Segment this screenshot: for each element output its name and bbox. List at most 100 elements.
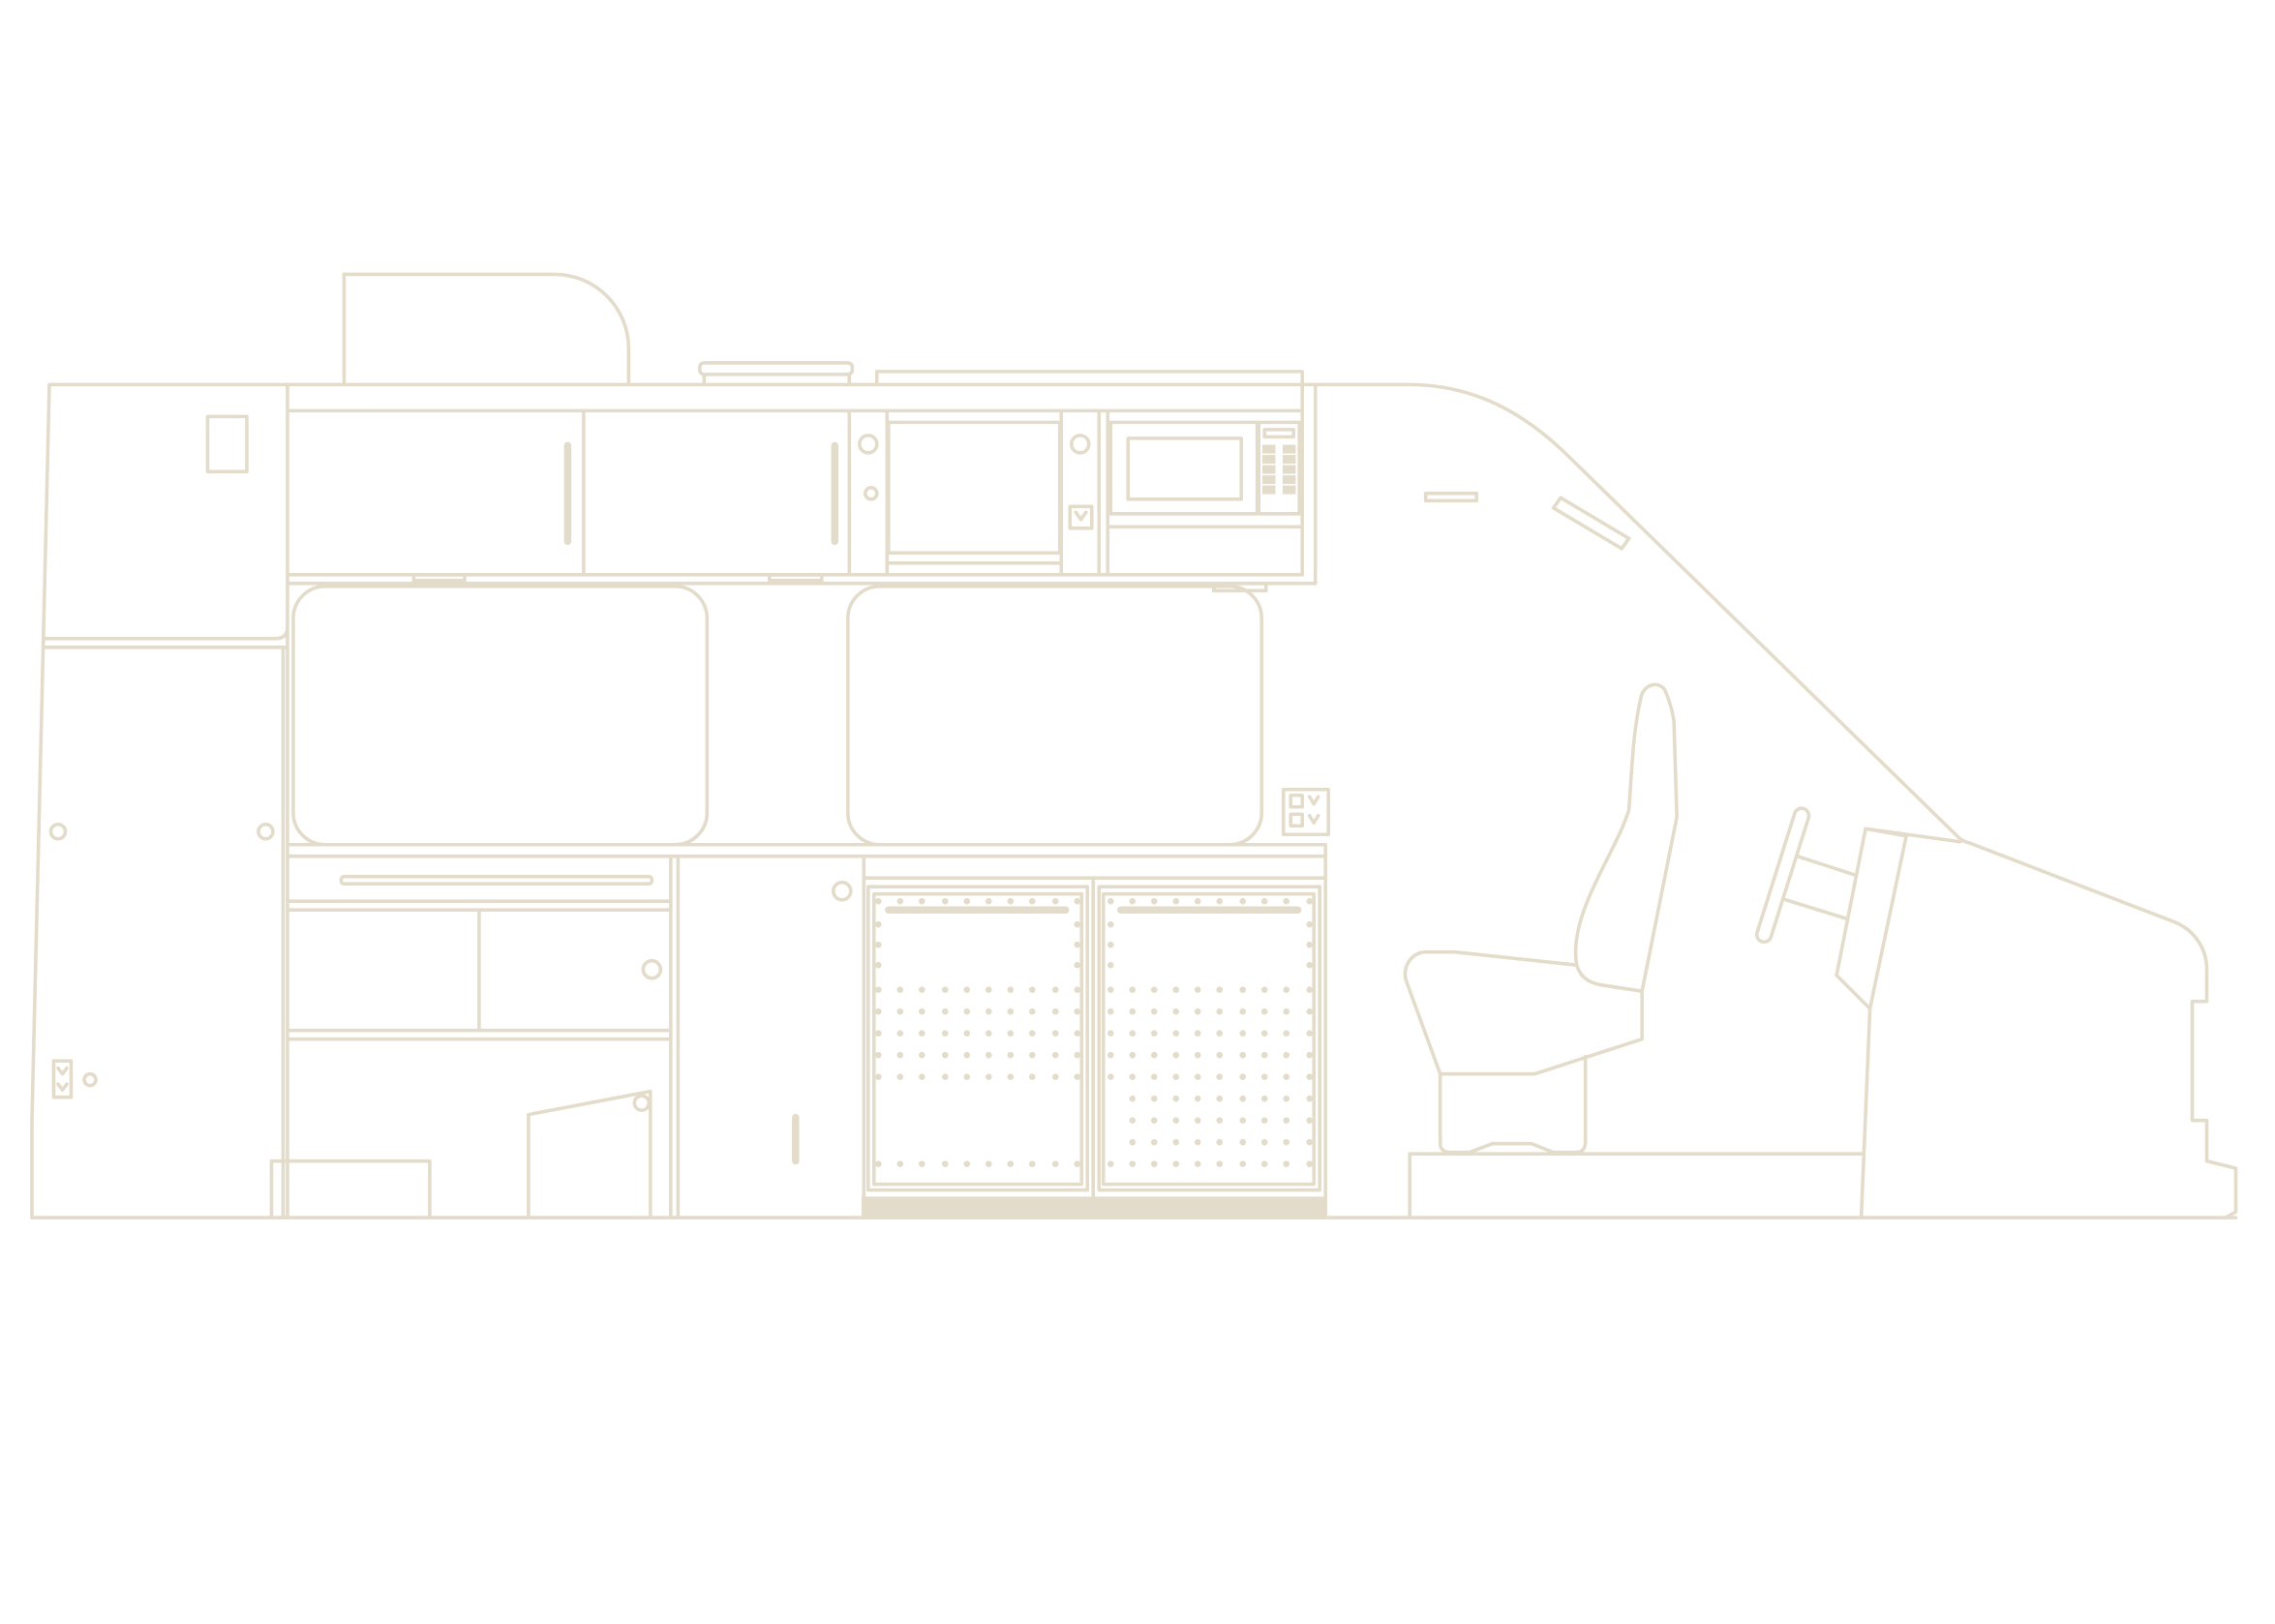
pegboard-dot — [963, 1051, 971, 1059]
cab-section — [1403, 492, 1962, 1219]
pegboard-dot — [1260, 1030, 1268, 1037]
pegboard-dot — [875, 1030, 882, 1037]
pegboard-dot — [1074, 897, 1081, 905]
rear-knob-right — [257, 822, 275, 841]
pegboard-dot — [963, 897, 971, 905]
pegboard-dot — [941, 1007, 949, 1015]
pegboard-dot — [896, 897, 904, 905]
pegboard-dot — [1194, 1030, 1201, 1037]
pegboard-dots-left — [875, 897, 1081, 1167]
pegboard-dot — [1150, 1095, 1158, 1102]
pegboard-dot — [1074, 961, 1081, 969]
right-door-frame[interactable] — [1097, 885, 1322, 1192]
cabinet-tab-2 — [768, 573, 824, 583]
pegboard-dot — [1028, 897, 1036, 905]
pegboard-dot — [941, 1030, 949, 1037]
counter — [286, 787, 1331, 1219]
drawer-knob[interactable] — [641, 958, 663, 980]
pegboard-dot — [941, 1160, 949, 1167]
pegboard-dot — [1129, 1073, 1137, 1080]
pegboard-dot — [1007, 897, 1015, 905]
pegboard-dot — [918, 1007, 925, 1015]
pegboard-dot — [1107, 897, 1114, 905]
pegboard-dot — [1239, 1030, 1247, 1037]
pegboard-dot — [1216, 1117, 1224, 1124]
rear-knob-left — [48, 822, 68, 841]
control-knob-right[interactable] — [1069, 434, 1091, 455]
pegboard-dot — [1107, 986, 1114, 993]
cabinet-handle-left[interactable] — [563, 441, 572, 546]
upper-cabinets — [286, 382, 1318, 593]
pegboard-dot — [1074, 1030, 1081, 1037]
pegboard-dot — [1306, 897, 1314, 905]
pegboard-dot — [985, 986, 992, 993]
pegboard-dot — [1260, 1073, 1268, 1080]
pegboard-dot — [1007, 1073, 1015, 1080]
pegboard-dot — [1172, 1117, 1180, 1124]
pegboard-dot — [875, 1007, 882, 1015]
pegboard-dot — [1260, 1117, 1268, 1124]
pegboard-dot — [896, 1030, 904, 1037]
pegboard-dot — [875, 897, 882, 905]
pegboard-dot — [1260, 1138, 1268, 1146]
pegboard-dot — [1194, 897, 1201, 905]
pegboard-dot — [1306, 941, 1314, 948]
left-door-frame[interactable] — [866, 885, 1090, 1192]
pegboard-dot — [1172, 1030, 1180, 1037]
seat-cushion — [1403, 949, 1644, 1076]
pegboard-dot — [985, 1030, 992, 1037]
microwave-icon — [1108, 420, 1302, 516]
windshield-pillar — [1835, 827, 1962, 1219]
cabinet-right-edges — [1300, 382, 1318, 586]
rear-wall-divider — [281, 382, 289, 1219]
pegboard-dot — [1216, 1007, 1224, 1015]
pegboard-dot — [918, 1073, 925, 1080]
microwave-buttons[interactable] — [1261, 444, 1296, 495]
pegboard-dot — [1306, 1030, 1314, 1037]
control-knob-top[interactable] — [858, 434, 879, 455]
cabinet-tab-1 — [411, 573, 467, 583]
pegboard-dot — [1306, 986, 1314, 993]
pegboard-dot — [985, 1007, 992, 1015]
pegboard-dot — [1150, 1117, 1158, 1124]
pegboard-dot — [918, 1160, 925, 1167]
pegboard-dot — [1260, 1095, 1268, 1102]
cabinet-plinth — [862, 1196, 1326, 1218]
seat-platform — [1408, 1152, 1865, 1219]
pegboard-dot — [985, 1073, 992, 1080]
control-knob-small[interactable] — [864, 486, 879, 501]
lower-door[interactable] — [527, 1089, 652, 1219]
van-body-outline — [30, 382, 2238, 1219]
pegboard-dot — [1129, 1030, 1137, 1037]
pegboard-dot — [1216, 1095, 1224, 1102]
middle-cabinet-handle[interactable] — [792, 1113, 800, 1165]
cabinet-handle-middle[interactable] — [831, 441, 839, 546]
middle-cabinet-knob[interactable] — [832, 880, 853, 902]
cab-roof-slot — [1423, 492, 1478, 503]
pegboard-dot — [1007, 1051, 1015, 1059]
middle-cabinet — [792, 854, 866, 1219]
left-door-handle[interactable] — [885, 906, 1070, 914]
pegboard-dot — [1028, 1051, 1036, 1059]
pegboard-dot — [1216, 986, 1224, 993]
oven-icon — [885, 420, 1064, 565]
pegboard-dot — [1239, 1160, 1247, 1167]
pegboard-dot — [1172, 1007, 1180, 1015]
pegboard-dot — [1129, 1051, 1137, 1059]
slide-out-table[interactable] — [339, 874, 654, 887]
pegboard-dot — [1051, 897, 1059, 905]
pegboard-dot — [1107, 1051, 1114, 1059]
pegboard-dot — [1306, 1073, 1314, 1080]
pegboard-dot — [1283, 1095, 1290, 1102]
lower-door-knob[interactable] — [632, 1094, 652, 1112]
pegboard-dot — [985, 897, 992, 905]
side-window-rear — [291, 585, 710, 847]
microwave-window — [1126, 436, 1244, 501]
pegboard-dot — [1150, 1073, 1158, 1080]
pegboard-dot — [1051, 1030, 1059, 1037]
pegboard-dot — [875, 1160, 882, 1167]
right-door-handle[interactable] — [1117, 906, 1302, 914]
pegboard-dot — [1150, 1051, 1158, 1059]
pegboard-dot — [1194, 1007, 1201, 1015]
